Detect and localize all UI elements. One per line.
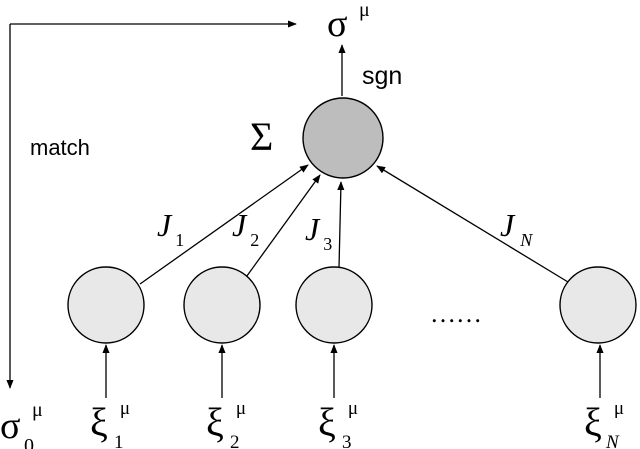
weight-arrow-1 <box>139 164 309 285</box>
teacher-symbol: σ <box>0 405 20 447</box>
weight-label-2: J 2 <box>232 207 259 250</box>
input-node-3 <box>295 266 373 344</box>
weight-arrow-2 <box>243 174 321 281</box>
teacher-superscript: μ <box>32 399 43 421</box>
ellipsis: …… <box>430 299 482 328</box>
input-label-1: ξ μ 1 <box>90 378 140 449</box>
activation-label: sgn <box>362 62 402 90</box>
match-label: match <box>30 135 90 160</box>
weight-arrow-n <box>376 165 569 283</box>
teacher-label: σ μ 0 <box>0 383 52 449</box>
weight-label-3: J 3 <box>305 211 332 254</box>
input-label-2: ξ μ 2 <box>206 378 256 449</box>
output-symbol: σ <box>327 3 347 45</box>
weight-arrow-3 <box>337 181 345 269</box>
input-node-1 <box>67 266 145 344</box>
output-superscript: μ <box>359 0 370 21</box>
sum-symbol: Σ <box>250 114 273 159</box>
input-label-n: ξ μ N <box>584 378 634 449</box>
input-node-2 <box>183 266 261 344</box>
weight-label-1: J 1 <box>157 207 184 250</box>
output-node <box>302 97 384 179</box>
output-label: σ μ <box>327 0 370 45</box>
teacher-subscript: 0 <box>24 435 34 449</box>
input-label-3: ξ μ 3 <box>318 378 368 449</box>
weight-label-n: J N <box>500 207 533 250</box>
input-node-n <box>559 266 637 344</box>
